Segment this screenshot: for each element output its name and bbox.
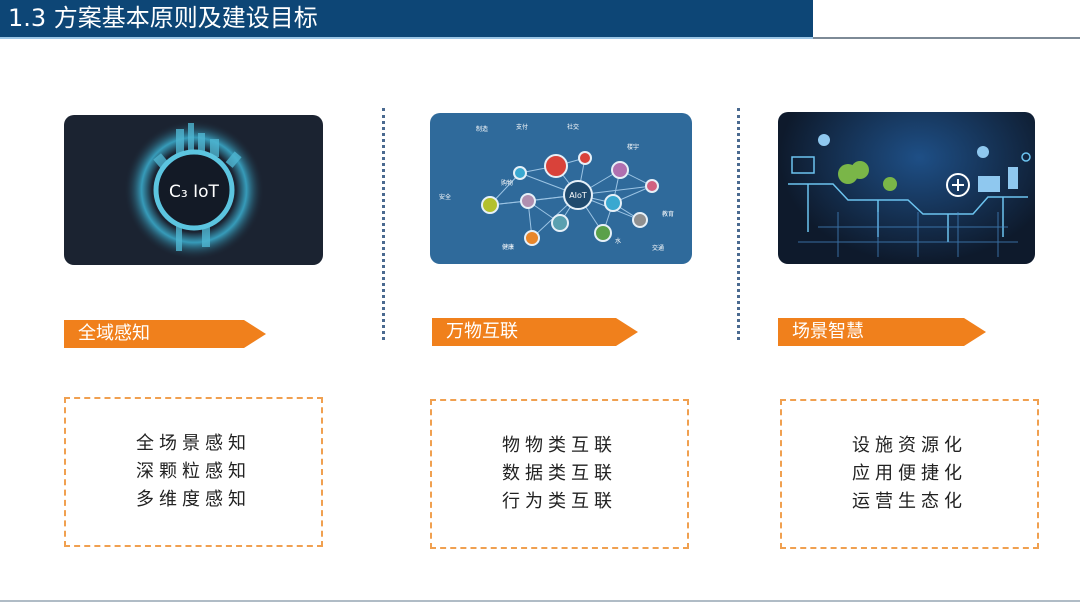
column-divider (737, 108, 740, 340)
aiot-hub-label: AIoT (569, 191, 587, 200)
goal-item: 物物类互联 (502, 435, 617, 456)
diagram-label: 楼宇 (627, 143, 639, 151)
goal-item: 数据类互联 (502, 463, 617, 484)
header-divider-right (813, 37, 1080, 39)
iot-city-image: C₃ IoT (64, 115, 323, 265)
network-node (645, 179, 659, 193)
network-node (632, 212, 648, 228)
diagram-label: 水 (615, 237, 621, 245)
network-node (513, 166, 527, 180)
perception-goals-box: 全场景感知 深颗粒感知 多维度感知 (64, 397, 323, 547)
aiot-hub (563, 180, 593, 210)
diagram-label: 交通 (652, 244, 664, 252)
goal-item: 应用便捷化 (852, 463, 967, 484)
goal-item: 多维度感知 (136, 489, 251, 510)
header-divider (0, 37, 813, 39)
network-node (544, 154, 568, 178)
network-node (578, 151, 592, 165)
diagram-label: 支付 (516, 123, 528, 131)
goal-item: 全场景感知 (136, 433, 251, 454)
diagram-label: 制造 (476, 125, 488, 133)
banner-smart-scene: 场景智慧 (778, 318, 986, 346)
goal-item: 运营生态化 (852, 491, 967, 512)
goal-item: 深颗粒感知 (136, 461, 251, 482)
goal-item: 行为类互联 (502, 491, 617, 512)
network-node (551, 214, 569, 232)
network-node (524, 230, 540, 246)
column-divider (382, 108, 385, 340)
aiot-network-image: AIoT 制造 支付 社交楼宇安全 购物教育健康 水交通 (430, 113, 692, 264)
banner-interconnection: 万物互联 (432, 318, 638, 346)
page-title: 1.3 方案基本原则及建设目标 (0, 0, 813, 37)
network-node (481, 196, 499, 214)
network-node (611, 161, 629, 179)
diagram-label: 健康 (502, 243, 514, 251)
diagram-label: 安全 (439, 193, 451, 201)
diagram-label: 教育 (662, 210, 674, 218)
banner-global-perception: 全域感知 (64, 320, 266, 348)
smart-scene-image (778, 112, 1035, 264)
goal-item: 设施资源化 (852, 435, 967, 456)
iot-logo-text: C₃ IoT (169, 182, 220, 202)
network-node (604, 194, 622, 212)
network-node (520, 193, 536, 209)
network-node (594, 224, 612, 242)
interconnection-goals-box: 物物类互联 数据类互联 行为类互联 (430, 399, 689, 549)
smart-scene-goals-box: 设施资源化 应用便捷化 运营生态化 (780, 399, 1039, 549)
diagram-label: 社交 (567, 123, 579, 131)
diagram-label: 购物 (501, 179, 513, 187)
footer-divider (0, 600, 1080, 602)
